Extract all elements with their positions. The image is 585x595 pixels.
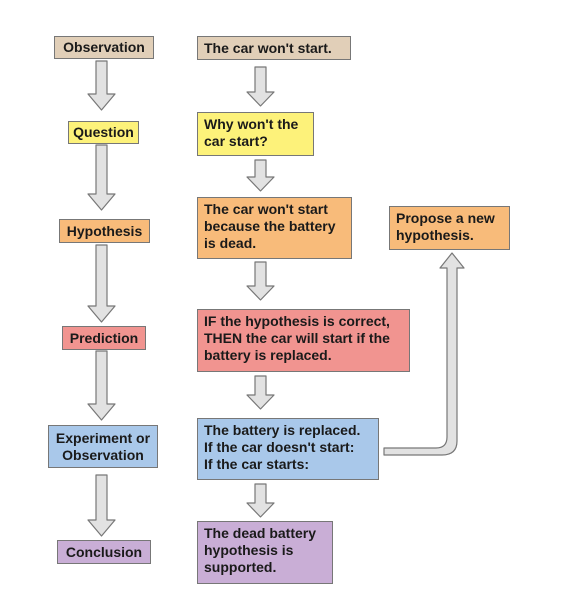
step-label-conclusion: Conclusion — [57, 540, 151, 564]
box-text-line: supported. — [204, 559, 277, 575]
box-text-line: Experiment or — [55, 429, 151, 446]
arrow-down-mid-1 — [246, 66, 275, 107]
box-text: Hypothesis — [67, 223, 142, 240]
box-text-line: hypothesis. — [396, 227, 474, 243]
arrow-down-mid-3 — [246, 261, 275, 301]
box-text: Prediction — [70, 330, 138, 347]
box-text-line: The dead battery — [204, 525, 317, 541]
box-text: The car won't start. — [204, 40, 344, 57]
box-text-line: THEN the car will start if the — [204, 330, 390, 346]
box-text-line: The battery is replaced. — [204, 422, 361, 438]
step-example-observation: The car won't start. — [197, 36, 351, 60]
box-text-line: Why won't the — [204, 116, 299, 132]
step-example-prediction: IF the hypothesis is correct,THEN the ca… — [197, 309, 410, 372]
arrow-down-left-3 — [87, 244, 116, 323]
box-text-line: because the battery — [204, 218, 336, 234]
box-text-line: If the car doesn't start: — [204, 439, 355, 455]
box-text: Conclusion — [66, 544, 142, 561]
box-text: Question — [73, 124, 134, 141]
arrow-to-new-hypothesis — [383, 252, 465, 456]
box-text-line: Prediction — [69, 329, 139, 346]
step-label-question: Question — [68, 121, 139, 144]
box-text-line: The car won't start — [204, 201, 328, 217]
box-text: Observation — [63, 39, 145, 56]
box-text: The battery is replaced.If the car doesn… — [204, 422, 372, 473]
box-text-line: car start? — [204, 133, 268, 149]
box-text-line: The car won't start. — [204, 40, 332, 56]
box-text-line: Observation — [63, 39, 145, 55]
box-text-line: Hypothesis — [66, 222, 143, 239]
arrow-down-mid-5 — [246, 483, 275, 518]
box-text-line: battery is replaced. — [204, 347, 332, 363]
arrow-down-left-5 — [87, 474, 116, 537]
arrow-down-left-4 — [87, 350, 116, 421]
box-text-line: If the car starts: — [204, 456, 310, 472]
arrow-down-left-2 — [87, 144, 116, 211]
step-example-experiment: The battery is replaced.If the car doesn… — [197, 418, 379, 480]
arrow-down-mid-2 — [246, 159, 275, 192]
box-text-line: hypothesis is — [204, 542, 294, 558]
box-text-line: Question — [73, 124, 134, 140]
arrow-down-mid-4 — [246, 375, 275, 410]
box-text: IF the hypothesis is correct,THEN the ca… — [204, 313, 403, 364]
arrow-down-left-1 — [87, 60, 116, 111]
step-label-prediction: Prediction — [62, 326, 146, 350]
step-label-hypothesis: Hypothesis — [59, 219, 150, 243]
box-text-line: Observation — [62, 446, 144, 463]
box-text-line: Propose a new — [396, 210, 495, 226]
box-text-line: IF the hypothesis is correct, — [204, 313, 390, 329]
step-label-observation: Observation — [54, 36, 154, 59]
box-text-line: is dead. — [204, 235, 257, 251]
box-text-line: Conclusion — [65, 543, 143, 560]
